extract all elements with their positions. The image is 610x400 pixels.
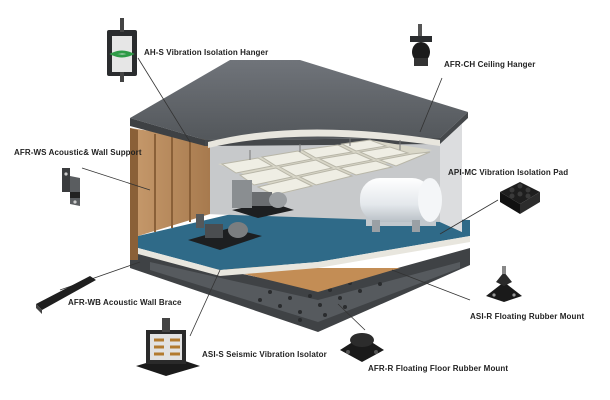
wall-brace-icon	[36, 276, 96, 314]
pressure-tank	[360, 178, 442, 232]
wall-bracket-icon	[62, 168, 80, 206]
spring-hanger-icon	[107, 18, 137, 82]
label-afr-wb: AFR-WB Acoustic Wall Brace	[68, 298, 182, 307]
label-afr-ch: AFR-CH Ceiling Hanger	[444, 60, 536, 69]
isolation-pad-icon	[500, 182, 540, 214]
pump-unit-rear	[232, 180, 294, 218]
label-asi-s: ASI-S Seismic Vibration Isolator	[202, 350, 327, 359]
pump-unit-front	[188, 214, 262, 250]
label-asi-r: ASI-R Floating Rubber Mount	[470, 312, 585, 321]
rubber-mount-icon	[486, 266, 522, 302]
ceiling-hanger-icon	[410, 24, 432, 66]
roof-slab	[130, 60, 468, 148]
wooden-wall	[130, 128, 210, 260]
leader-lines	[59, 57, 499, 337]
floor-rubber-mount-icon	[340, 333, 384, 362]
label-afr-ws: AFR-WS Acoustic& Wall Support	[14, 148, 142, 157]
label-api-mc: API-MC Vibration Isolation Pad	[448, 168, 569, 177]
label-ah-s: AH-S Vibration Isolation Hanger	[144, 48, 269, 57]
suspended-ceiling	[218, 138, 432, 196]
seismic-isolator-icon	[136, 318, 200, 376]
label-afr-r: AFR-R Floating Floor Rubber Mount	[368, 364, 509, 373]
